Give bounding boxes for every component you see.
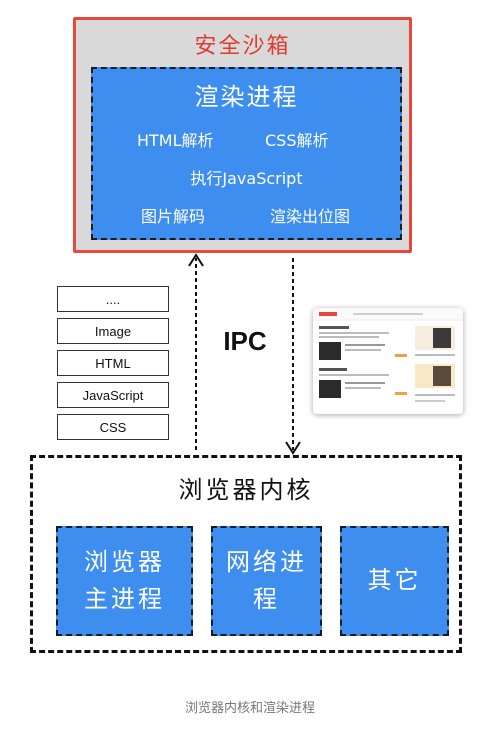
sandbox-title: 安全沙箱 (194, 34, 291, 59)
kernel-title: 浏览器内核 (178, 476, 314, 504)
browser-main-process-box: 浏览器 主进程 (56, 526, 193, 636)
rasterize-label: 渲染出位图 (270, 207, 351, 226)
css-parse-label: CSS解析 (265, 131, 329, 150)
html-parse-label: HTML解析 (137, 131, 214, 150)
webpage-preview-image (313, 308, 463, 402)
browser-kernel-box (30, 455, 462, 653)
other-process-box: 其它 (340, 526, 449, 636)
renderer-process-box: 渲染进程 HTML解析 CSS解析 执行JavaScript 图片解码 渲染出位… (91, 67, 402, 240)
renderer-title: 渲染进程 (194, 83, 299, 111)
image-decode-label: 图片解码 (141, 207, 206, 226)
resource-item-ellipsis: .... (57, 286, 169, 312)
down-arrow (285, 258, 301, 455)
resource-item-image: Image (57, 318, 169, 344)
ipc-label: IPC (223, 326, 267, 356)
js-exec-label: 执行JavaScript (190, 169, 303, 188)
browser-main-process-line2: 主进程 (84, 585, 165, 613)
up-arrow (188, 253, 204, 450)
other-process-line1: 其它 (367, 566, 422, 595)
resource-item-css: CSS (57, 414, 169, 440)
network-process-line1: 网络进 (226, 547, 307, 576)
figure-caption: 浏览器内核和渲染进程 (184, 701, 315, 716)
rendered-page-thumbnail (313, 308, 463, 414)
browser-main-process-line1: 浏览器 (84, 547, 165, 576)
network-process-line2: 程 (253, 585, 280, 613)
network-process-box: 网络进 程 (211, 526, 322, 636)
resource-item-html: HTML (57, 350, 169, 376)
resource-item-javascript: JavaScript (57, 382, 169, 408)
